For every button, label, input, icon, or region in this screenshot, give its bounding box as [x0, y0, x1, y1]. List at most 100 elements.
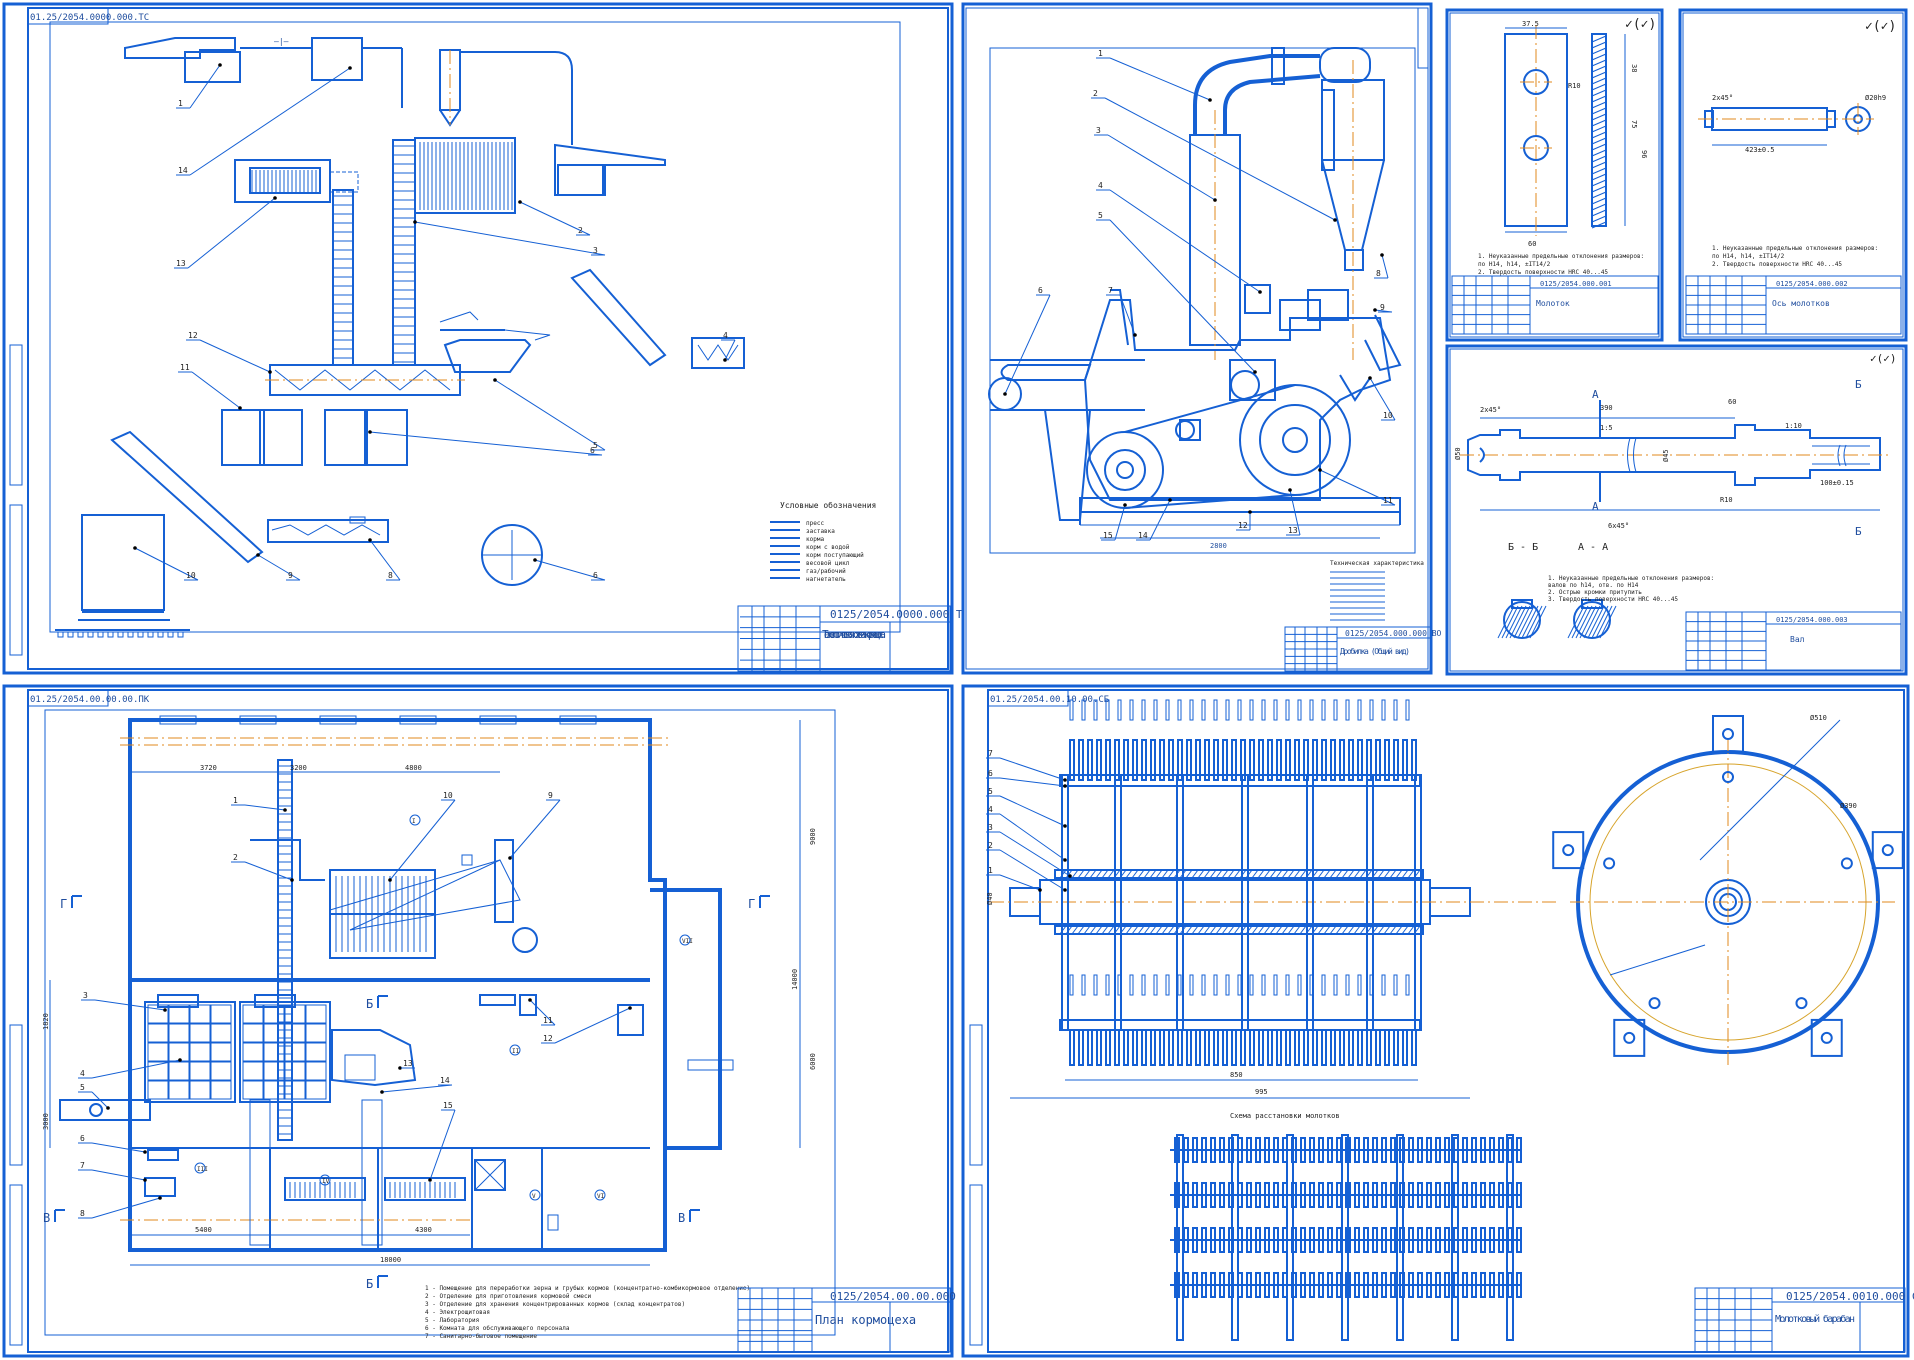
hammer-tip	[1177, 699, 1182, 721]
scheme-hammer	[1363, 1182, 1369, 1208]
axle-note: 2. Твердость поверхности HRC 40...45	[1712, 261, 1842, 268]
crusher-callout: 8	[1376, 269, 1381, 278]
svg-text:✓(✓): ✓(✓)	[1625, 17, 1656, 32]
scheme-hammer	[1210, 1272, 1216, 1298]
sheet4-stamp-code: 0125/2054.000.002	[1776, 280, 1848, 288]
scheme-hammer	[1246, 1272, 1252, 1298]
cut-plane-mark: В	[678, 1211, 685, 1225]
crusher-callout: 6	[1038, 286, 1043, 295]
scheme-hammer	[1192, 1182, 1198, 1208]
shaft-dimension: 2x45°	[1480, 406, 1501, 414]
hammer-tip	[1369, 699, 1374, 721]
hammer-tip	[1201, 699, 1206, 721]
scheme-hammer	[1273, 1227, 1279, 1253]
scheme-disc	[1176, 1134, 1184, 1341]
crusher-callout: 14	[1138, 531, 1148, 540]
hammer	[1204, 739, 1210, 781]
sheet4-title-block	[1685, 275, 1902, 335]
plan-callout: 6	[80, 1134, 85, 1143]
shaft-note: 1. Неуказанные предельные отклонения раз…	[1548, 575, 1714, 582]
plan-note: 5 - Лаборатория	[425, 1317, 479, 1324]
hammer	[1213, 739, 1219, 781]
shaft-dimension: 60	[1728, 398, 1736, 406]
crusher-callout: 2	[1093, 89, 1098, 98]
scheme-hammer	[1255, 1227, 1261, 1253]
hammer	[1195, 739, 1201, 781]
plan-callout: 2	[233, 853, 238, 862]
hammer	[1096, 1029, 1102, 1066]
section-mark: Б	[1855, 525, 1862, 538]
hammer	[1159, 1029, 1165, 1066]
scheme-callout: 10	[186, 571, 196, 580]
sheet3-title-block	[1451, 275, 1659, 335]
plan-callout: 12	[543, 1034, 553, 1043]
hammer-tip	[1213, 974, 1218, 996]
scheme-hammer	[1471, 1137, 1477, 1163]
plan-dimension: 4300	[415, 1226, 432, 1234]
plan-callout: 11	[543, 1016, 553, 1025]
hammer	[1303, 739, 1309, 781]
scheme-hammer	[1363, 1227, 1369, 1253]
hammer-tip	[1129, 974, 1134, 996]
scheme-hammer	[1471, 1227, 1477, 1253]
scheme-hammer	[1363, 1272, 1369, 1298]
scheme-hammer	[1498, 1227, 1504, 1253]
dosing-bin-1	[221, 409, 265, 466]
hammer-tip	[1345, 974, 1350, 996]
scheme-hammer	[1210, 1182, 1216, 1208]
scheme-callout: 3	[593, 246, 598, 255]
scheme-hammer	[1408, 1182, 1414, 1208]
legend-item: пресс	[806, 520, 824, 527]
axle-dimension: 2x45°	[1712, 94, 1733, 102]
hammer-tip	[1081, 974, 1086, 996]
cut-plane-mark: Г	[748, 897, 755, 911]
hammer	[1240, 739, 1246, 781]
hammer	[1258, 1029, 1264, 1066]
hammer-tip	[1249, 974, 1254, 996]
hammer	[1402, 739, 1408, 781]
scheme-hammer	[1354, 1137, 1360, 1163]
cut-plane-mark: В	[43, 1211, 50, 1225]
plan-callout: 13	[403, 1059, 413, 1068]
disc-lug	[1810, 1018, 1843, 1057]
section-mark: Б	[1855, 378, 1862, 391]
hammer-tip	[1177, 974, 1182, 996]
scheme-hammer	[1480, 1182, 1486, 1208]
legend-item: корм поступающий	[806, 552, 864, 559]
section-title: Б - Б	[1508, 542, 1538, 553]
scheme-hammer	[1426, 1227, 1432, 1253]
shaft-dimension: 100±0.15	[1820, 479, 1854, 487]
feeder-battery	[414, 137, 516, 214]
scheme-hammer	[1201, 1137, 1207, 1163]
hammer-tip	[1165, 974, 1170, 996]
hammer	[1222, 1029, 1228, 1066]
scheme-hammer	[1273, 1137, 1279, 1163]
loading-auger	[110, 430, 264, 564]
room-mark: I	[412, 818, 416, 825]
scheme-hammer	[1192, 1227, 1198, 1253]
hammer	[1213, 1029, 1219, 1066]
hammer-tip	[1273, 699, 1278, 721]
hammer-tip	[1309, 699, 1314, 721]
hammer	[1069, 739, 1075, 781]
scheme-hammer	[1516, 1137, 1522, 1163]
legend-title: Условные обозначения	[780, 500, 876, 510]
hammer-tip	[1261, 699, 1266, 721]
plan-note: 4 - Электрощитовая	[425, 1309, 490, 1316]
hammer	[1348, 739, 1354, 781]
axle-note: по H14, h14, ±IT14/2	[1712, 253, 1785, 260]
shaft-note: 2. Острые кромки притупить	[1548, 589, 1642, 596]
svg-text:—|—: —|—	[274, 37, 289, 46]
hammer	[1366, 1029, 1372, 1066]
room-mark: VI	[597, 1193, 605, 1200]
scheme-hammer	[1264, 1137, 1270, 1163]
hammer-tip	[1321, 699, 1326, 721]
sheet4-title: Ось молотков	[1772, 299, 1830, 308]
crusher-callout: 9	[1380, 303, 1385, 312]
drum-callout: 4	[988, 805, 993, 814]
crusher-callout: 10	[1383, 411, 1393, 420]
hammer	[1249, 739, 1255, 781]
hammer-tip	[1249, 699, 1254, 721]
sheet-hammer-drum: 01.25/2054.00.10.00.СБ Ø40Ø510Ø390850995…	[961, 684, 1914, 1358]
scheme-hammer	[1381, 1227, 1387, 1253]
